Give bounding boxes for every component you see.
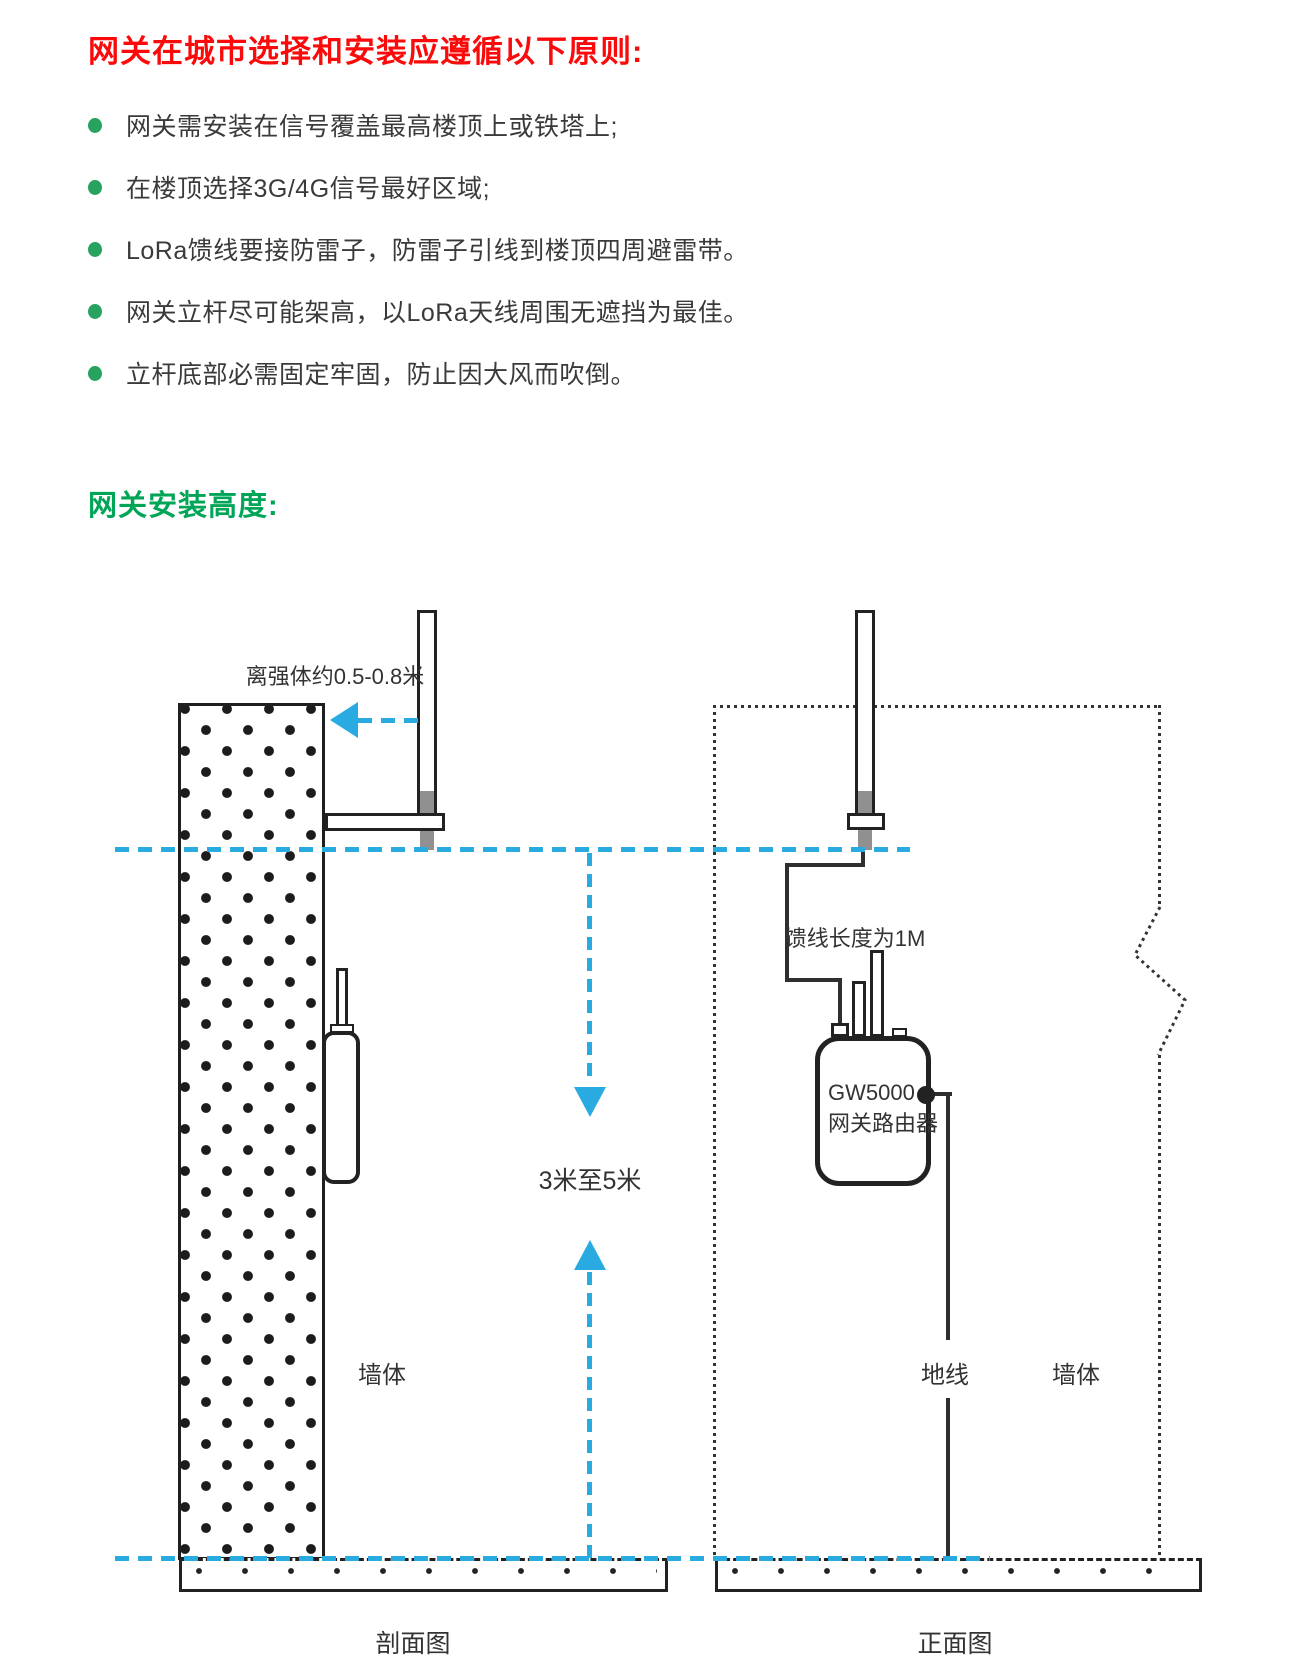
page-title: 网关在城市选择和安装应遵循以下原则: <box>88 34 644 69</box>
roof-level-line <box>115 847 910 852</box>
pole-clamp-section <box>858 791 872 813</box>
principle-text: 网关需安装在信号覆盖最高楼顶上或铁塔上; <box>126 113 618 141</box>
gateway-model-label: GW5000 <box>828 1080 915 1105</box>
arrow-left-icon <box>330 702 358 738</box>
gateway-router-device <box>815 1036 931 1186</box>
height-label: 3米至5米 <box>538 1167 642 1195</box>
arrow-up-icon <box>574 1240 606 1270</box>
list-item: 网关需安装在信号覆盖最高楼顶上或铁塔上; <box>88 106 988 144</box>
list-item: 网关立杆尽可能架高，以LoRa天线周围无遮挡为最佳。 <box>88 292 988 330</box>
wall-break-icon <box>1133 906 1187 1056</box>
principle-text: 网关立杆尽可能架高，以LoRa天线周围无遮挡为最佳。 <box>126 299 749 327</box>
cross-section-caption: 剖面图 <box>375 1630 451 1658</box>
lightning-arrester-body <box>322 1031 360 1184</box>
bullet-icon <box>88 117 102 133</box>
bullet-icon <box>88 241 102 257</box>
antenna-pole-right <box>855 610 875 816</box>
principle-text: 在楼顶选择3G/4G信号最好区域; <box>126 175 491 203</box>
feeder-length-label: 馈线长度为1M <box>784 926 926 951</box>
height-dimension-line-upper <box>587 853 592 1083</box>
base-plate-left <box>179 1558 668 1592</box>
feeder-cable <box>861 850 865 867</box>
bullet-icon <box>88 179 102 195</box>
distance-label: 离强体约0.5-0.8米 <box>245 664 425 689</box>
gateway-antenna-tall <box>870 950 884 1037</box>
list-item: 立杆底部必需固定牢固，防止因大风而吹倒。 <box>88 354 988 392</box>
anchor-dots <box>190 1564 657 1577</box>
mounting-bracket <box>325 813 445 831</box>
distance-dashed-line <box>358 718 418 723</box>
ground-terminal-dot <box>917 1086 935 1104</box>
feeder-cable <box>838 978 842 1026</box>
ground-wire <box>946 1398 950 1560</box>
front-wall-outline-right-lower <box>1158 1055 1161 1560</box>
lightning-arrester-rod <box>336 968 348 1028</box>
front-wall-outline-top <box>713 705 1160 708</box>
anchor-dots <box>726 1564 1191 1577</box>
feeder-cable <box>785 978 842 982</box>
gateway-feeder-port <box>831 1023 849 1037</box>
section-heading: 网关安装高度: <box>88 490 279 522</box>
feeder-cable <box>785 863 865 867</box>
feeder-cable <box>785 863 789 982</box>
bullet-icon <box>88 365 102 381</box>
gateway-type-label: 网关路由器 <box>828 1111 939 1136</box>
front-wall-outline-left <box>713 705 716 1560</box>
principles-list: 网关需安装在信号覆盖最高楼顶上或铁塔上; 在楼顶选择3G/4G信号最好区域; L… <box>88 106 988 416</box>
height-dimension-line-lower <box>587 1272 592 1558</box>
wall-label-right: 墙体 <box>1052 1362 1100 1389</box>
principle-text: LoRa馈线要接防雷子，防雷子引线到楼顶四周避雷带。 <box>126 237 749 265</box>
cross-section-wall <box>178 703 325 1560</box>
ground-wire <box>946 1094 950 1340</box>
base-plate-right <box>715 1558 1202 1592</box>
bullet-icon <box>88 303 102 319</box>
pole-clamp-section <box>420 791 434 813</box>
list-item: 在楼顶选择3G/4G信号最好区域; <box>88 168 988 206</box>
arrow-down-icon <box>574 1087 606 1117</box>
ground-level-line <box>115 1556 990 1561</box>
ground-wire <box>930 1092 952 1096</box>
principle-text: 立杆底部必需固定牢固，防止因大风而吹倒。 <box>126 361 637 389</box>
pole-flange <box>847 813 885 830</box>
ground-wire-label: 地线 <box>921 1362 969 1389</box>
front-wall-outline-right-upper <box>1158 705 1161 907</box>
wall-label-left: 墙体 <box>358 1362 406 1389</box>
front-view-caption: 正面图 <box>917 1630 993 1658</box>
antenna-pole-left <box>417 610 437 816</box>
gateway-antenna-short <box>852 981 866 1037</box>
list-item: LoRa馈线要接防雷子，防雷子引线到楼顶四周避雷带。 <box>88 230 988 268</box>
